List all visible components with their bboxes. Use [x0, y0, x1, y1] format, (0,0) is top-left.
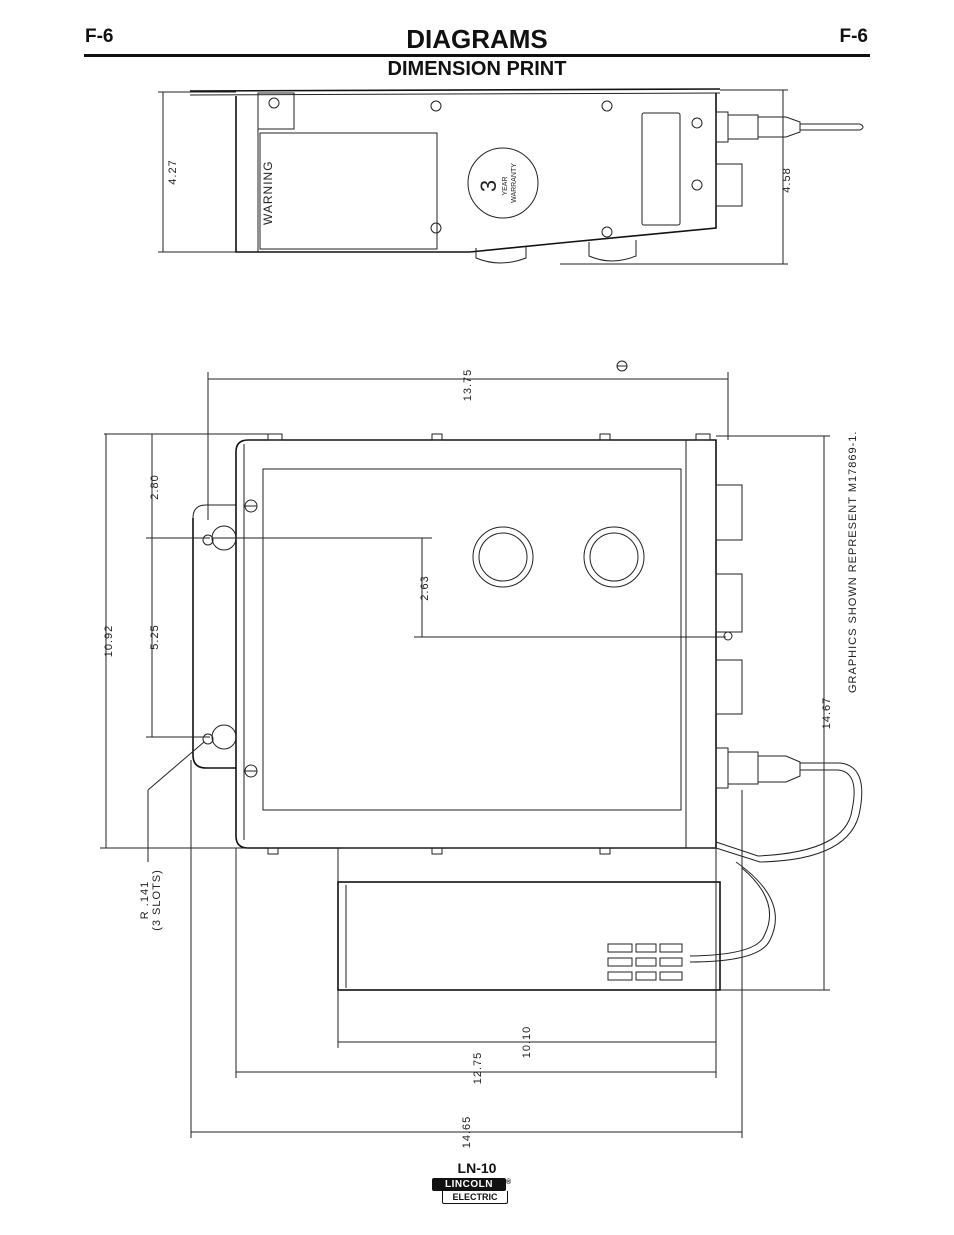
warning-label: WARNING [261, 160, 275, 225]
dim-front-height-left: 10.92 [103, 625, 115, 658]
page-code-right: F-6 [839, 26, 869, 47]
warranty-badge [467, 147, 539, 219]
page-code-left: F-6 [85, 26, 114, 47]
page-subtitle: DIMENSION PRINT [387, 58, 567, 80]
front-panel [262, 468, 682, 811]
lower-box [337, 881, 721, 991]
slot-radius-label: R .141 [139, 881, 151, 919]
dim-top-height-left: 4.27 [167, 159, 179, 184]
logo-registered: ® [506, 1179, 512, 1186]
logo-top: LINCOLN [432, 1178, 506, 1191]
top-view: WARNING 3 YEAR WARRANTY 4.27 4 [158, 88, 864, 265]
dim-width-1: 10.10 [521, 1026, 533, 1059]
warranty-badge-text1: YEAR [502, 176, 509, 195]
header-rule [84, 54, 870, 57]
terminal-blocks [607, 943, 683, 981]
graphics-note: GRAPHICS SHOWN REPRESENT M17869-1. [847, 431, 859, 693]
front-view: 13.75 [100, 360, 863, 1149]
dim-center-offset: 2.63 [419, 575, 431, 600]
knob-left [472, 526, 534, 588]
lincoln-electric-logo: LINCOLN ELECTRIC ® [432, 1178, 512, 1206]
dim-width-3: 14.65 [461, 1116, 473, 1149]
dim-top-height-right: 4.58 [781, 167, 793, 192]
warning-label-box [259, 132, 438, 250]
warranty-badge-text2: WARRANTY [511, 163, 518, 203]
page-title: DIAGRAMS [406, 24, 548, 54]
slot-count-label: (3 SLOTS) [151, 869, 163, 931]
logo-bottom: ELECTRIC [442, 1191, 508, 1204]
model-label: LN-10 [457, 1160, 497, 1176]
knob-right [583, 526, 645, 588]
dim-slot-spacing: 5.25 [149, 624, 161, 649]
dim-slot-top: 2.80 [149, 474, 161, 499]
dim-front-height-right: 14.67 [821, 697, 833, 730]
dim-front-width-top: 13.75 [462, 369, 474, 402]
dim-width-2: 12.75 [472, 1052, 484, 1085]
warranty-badge-number: 3 [476, 180, 501, 192]
